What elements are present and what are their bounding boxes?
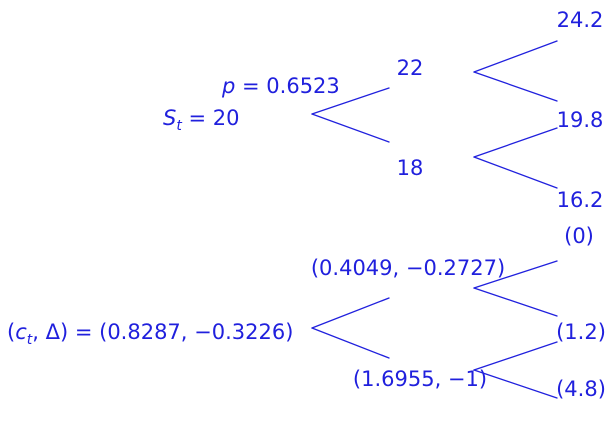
stock-node-uu: 24.2 <box>556 8 604 32</box>
stock-node-up: 22 <box>396 56 424 80</box>
option-branch-up-up <box>473 260 558 289</box>
stock-branch-up-down <box>473 71 558 102</box>
option-node-uu: (0) <box>564 224 594 248</box>
stock-branch-root-down <box>311 113 390 143</box>
risk-neutral-probability-label: p = 0.6523 <box>222 74 340 98</box>
option-branch-root-up <box>311 297 390 329</box>
stock-branch-up-up <box>473 40 558 73</box>
stock-node-ud: 19.8 <box>556 108 604 132</box>
option-branch-down-up <box>473 341 558 371</box>
option-node-down: (1.6955, −1) <box>352 367 488 391</box>
option-root-label: (ct, Δ) = (0.8287, −0.3226) <box>7 320 294 349</box>
stock-root-label: St = 20 <box>163 106 240 135</box>
option-branch-down-down <box>473 369 558 399</box>
option-node-up: (0.4049, −0.2727) <box>310 256 506 280</box>
stock-node-down: 18 <box>396 156 424 180</box>
stock-branch-root-up <box>311 87 390 115</box>
option-node-dd: (4.8) <box>556 377 606 401</box>
option-branch-up-down <box>473 287 558 317</box>
stock-branch-down-down <box>473 156 558 189</box>
stock-branch-down-up <box>473 127 558 158</box>
option-branch-root-down <box>311 327 390 359</box>
option-node-ud: (1.2) <box>556 320 606 344</box>
stock-node-dd: 16.2 <box>556 188 604 212</box>
